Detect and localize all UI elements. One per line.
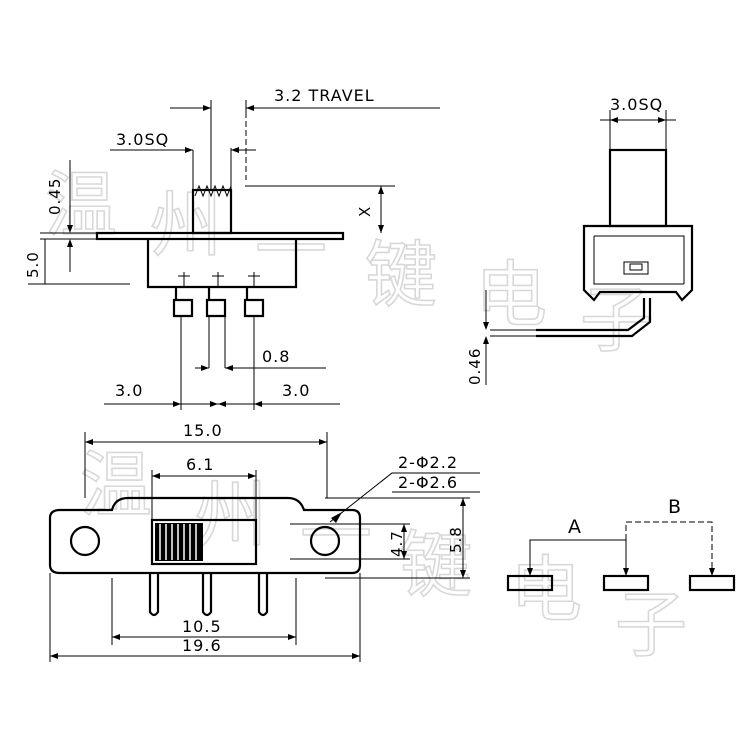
vertical-dimension-arrows — [67, 225, 73, 247]
pin-width-label: 0.8 — [262, 347, 290, 366]
pin-center — [205, 287, 227, 318]
body-length-dimension — [84, 432, 328, 498]
front-pin-left — [148, 573, 160, 617]
pin-thickness-arrows — [483, 322, 489, 344]
pin-extension-lines — [180, 316, 255, 410]
hole-large-label: 2-Φ2.6 — [398, 473, 458, 492]
watermark-char: 温 — [80, 443, 152, 527]
mount-hole-right — [309, 525, 341, 557]
pitch-left-label: 3.0 — [115, 381, 143, 400]
side-body — [582, 224, 694, 302]
position-b-arrow — [709, 568, 715, 576]
front-pin-center — [201, 573, 213, 617]
pin-left — [172, 287, 194, 318]
pin-thickness-label: 0.46 — [466, 348, 484, 385]
pin-width-arrows — [201, 365, 233, 371]
side-width-dimension — [600, 110, 676, 150]
hole-callout-arrow — [331, 512, 342, 523]
length-extension-lines — [49, 573, 361, 662]
stroke-x-label: X — [356, 206, 374, 217]
pitch-right-label: 3.0 — [282, 381, 310, 400]
contact-pad-3 — [688, 574, 736, 592]
side-contact-inner — [629, 263, 643, 271]
position-b-label: B — [668, 496, 681, 518]
pin-right — [243, 287, 265, 318]
slot-width-dimension — [151, 470, 257, 520]
travel-label: 3.2 TRAVEL — [274, 86, 375, 105]
pin-thickness-dimension — [485, 290, 536, 385]
pin-span-label: 10.5 — [182, 617, 222, 636]
watermark-char: 子 — [615, 583, 687, 667]
side-pin — [536, 298, 652, 338]
slider-ridges — [159, 524, 197, 560]
front-pin-right — [257, 573, 269, 617]
slot-width-label: 6.1 — [186, 455, 214, 474]
slot-window — [150, 518, 258, 566]
position-a-path — [529, 539, 627, 570]
watermark-char: 一 — [255, 208, 327, 292]
actuator-width-dimension — [110, 148, 256, 190]
actuator-width-label: 3.0SQ — [116, 130, 169, 149]
watermark-char: 键 — [400, 523, 472, 607]
pin-details — [178, 272, 260, 287]
height-inner-label: 4.7 — [388, 530, 406, 557]
actuator — [191, 188, 233, 235]
front-view: 15.0 6.1 2-Φ2.2 2-Φ2.6 4.7 5.8 10.5 19.6 — [48, 421, 480, 662]
overall-length-label: 19.6 — [182, 636, 222, 655]
hole-callout-leader — [329, 472, 480, 523]
height-outer-label: 5.8 — [447, 526, 465, 553]
mount-hole-left — [69, 525, 101, 557]
vertical-dimensions — [28, 160, 130, 285]
body-length-label: 15.0 — [183, 421, 223, 440]
actuator-height-label: 0.45 — [46, 178, 64, 215]
watermark-char: 一 — [300, 493, 372, 577]
side-width-label: 3.0SQ — [610, 95, 663, 114]
top-view: 3.2 TRAVEL 3.0SQ 0.45 5.0 X 0.8 3.0 3.0 — [24, 86, 440, 410]
slider-knob — [155, 523, 203, 561]
travel-dimension — [170, 100, 440, 190]
body-height-label: 5.0 — [24, 251, 42, 278]
side-view: 3.0SQ 0.46 — [466, 95, 694, 385]
hole-small-label: 2-Φ2.2 — [398, 453, 458, 472]
pitch-arrows — [173, 401, 262, 407]
front-flange — [48, 496, 362, 575]
watermark-char: 州 — [150, 183, 222, 267]
side-contact — [623, 261, 649, 275]
height-extension-lines — [290, 497, 470, 579]
side-actuator — [608, 148, 668, 228]
switch-schematic: A B — [506, 496, 736, 592]
position-b-path — [625, 521, 713, 570]
watermark-char: 键 — [365, 233, 437, 317]
side-body-inner — [593, 235, 685, 285]
switch-body — [146, 239, 298, 289]
actuator-serration — [194, 184, 232, 198]
position-a-label: A — [568, 516, 581, 538]
